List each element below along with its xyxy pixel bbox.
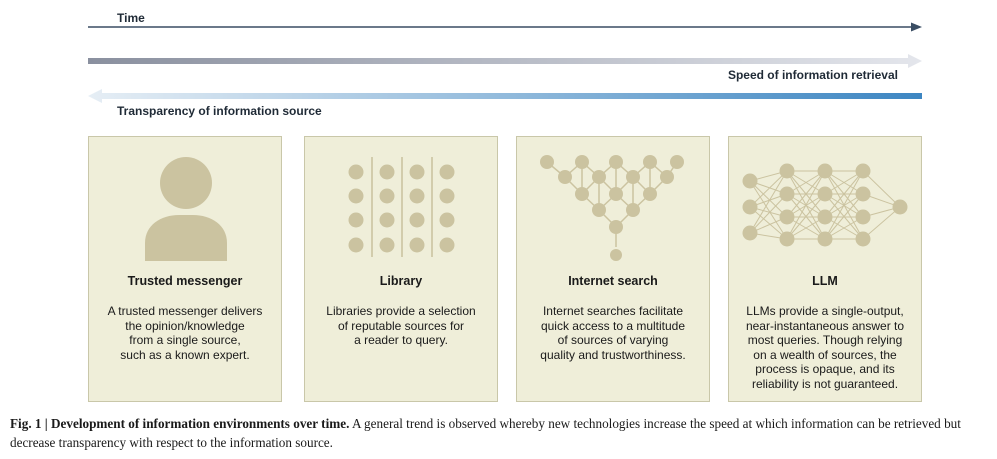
- panel-llm: LLM LLMs provide a single-output, near-i…: [728, 136, 922, 402]
- network-node: [742, 225, 758, 241]
- time-label: Time: [117, 11, 145, 25]
- panel-description: Libraries provide a selection of reputab…: [326, 304, 476, 347]
- speed-arrow: [88, 54, 922, 68]
- figure-caption: Fig. 1 | Development of information envi…: [10, 414, 990, 452]
- panel-description: A trusted messenger delivers the opinion…: [107, 304, 263, 362]
- network-node: [855, 163, 871, 179]
- network-node: [742, 199, 758, 215]
- panel-title: Internet search: [568, 274, 658, 288]
- search-funnel-icon: [540, 155, 684, 261]
- panel-description: Internet searches facilitate quick acces…: [540, 304, 686, 362]
- caption-text: A general trend is observed whereby new …: [10, 416, 961, 450]
- neural-network-icon: [742, 163, 908, 247]
- transparency-label: Transparency of information source: [117, 104, 322, 118]
- time-arrow: [88, 22, 922, 32]
- transparency-arrow: [88, 89, 922, 103]
- panel-internet-search: Internet search Internet searches facili…: [516, 136, 710, 402]
- network-node: [817, 186, 833, 202]
- network-node: [817, 231, 833, 247]
- network-node: [855, 186, 871, 202]
- panel-description: LLMs provide a single-output, near-insta…: [745, 304, 905, 391]
- network-node: [855, 231, 871, 247]
- network-node: [817, 163, 833, 179]
- network-node: [779, 186, 795, 202]
- panel-title: Trusted messenger: [127, 274, 243, 288]
- network-node: [855, 209, 871, 225]
- network-node: [817, 209, 833, 225]
- network-node: [742, 173, 758, 189]
- trend-arrows: [88, 22, 922, 103]
- panel-trusted-messenger: Trusted messenger A trusted messenger de…: [88, 136, 282, 402]
- library-dots-icon: [348, 157, 455, 257]
- panel-library: Library Libraries provide a selection of…: [304, 136, 498, 402]
- network-node: [779, 231, 795, 247]
- panel-title: LLM: [812, 274, 838, 288]
- speed-label: Speed of information retrieval: [727, 68, 898, 82]
- network-node: [779, 209, 795, 225]
- network-node: [892, 199, 908, 215]
- person-icon: [145, 157, 227, 261]
- panel-title: Library: [379, 274, 423, 288]
- caption-label: Fig. 1 | Development of information envi…: [10, 416, 350, 431]
- network-node: [779, 163, 795, 179]
